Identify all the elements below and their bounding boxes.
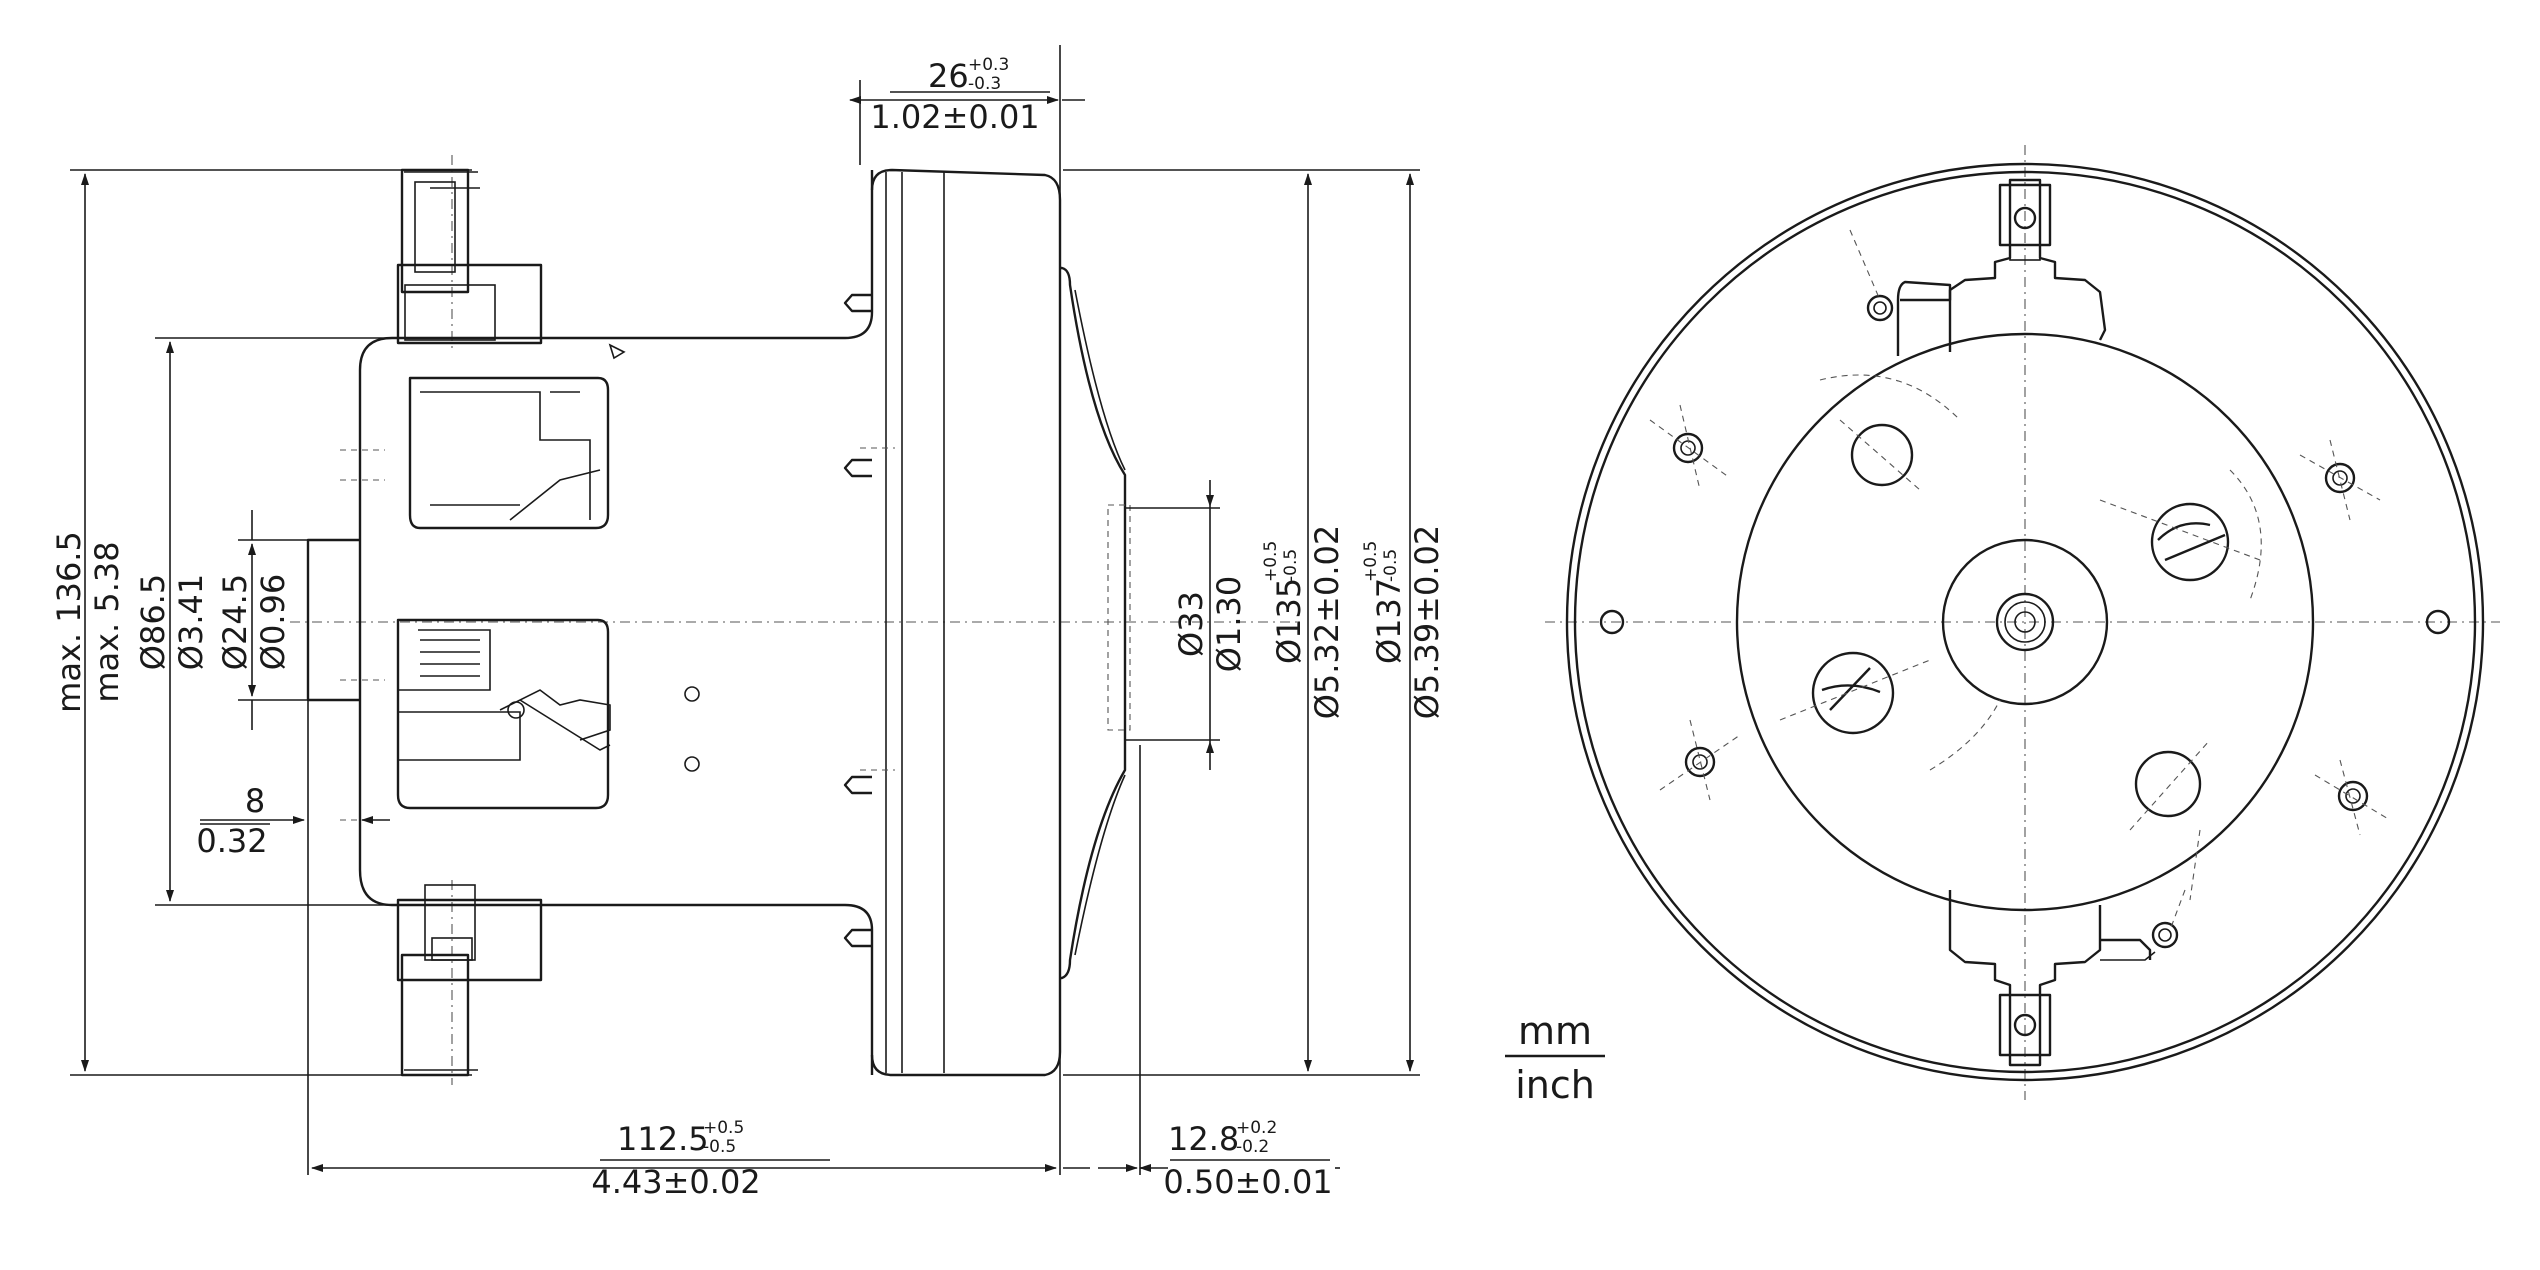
front-bottom-brush — [1948, 890, 2179, 1067]
body-diameter-inch: Ø5.32±0.02 — [1308, 525, 1346, 720]
overall-length-tol-lower: -0.5 — [703, 1137, 736, 1157]
housing-diameter-tol-lower: -0.5 — [1381, 549, 1401, 582]
construction-lines — [1649, 229, 2391, 931]
top-width-mm: 26 — [928, 57, 969, 95]
body-diameter-tol-upper: +0.5 — [1261, 541, 1281, 582]
top-brush-holder — [396, 168, 543, 345]
bottom-brush-holder — [396, 884, 543, 1077]
top-width-tol-lower: -0.3 — [968, 74, 1001, 94]
fan-depth-tol-lower: -0.2 — [1236, 1137, 1269, 1157]
housing-diameter-inch: Ø5.39±0.02 — [1408, 525, 1446, 720]
overall-height-inch: max. 5.38 — [88, 541, 126, 702]
offset-inch: 0.32 — [196, 822, 267, 860]
flange-diameter-mm: Ø86.5 — [134, 574, 172, 670]
overall-height-mm: max. 136.5 — [50, 531, 88, 713]
flange-diameter-inch: Ø3.41 — [172, 574, 210, 670]
dimensions — [70, 45, 1420, 1175]
lower-terminal-block — [396, 618, 611, 810]
upper-terminal-block — [408, 376, 610, 530]
overall-length-inch: 4.43±0.02 — [591, 1163, 760, 1201]
inlet-diameter-inch: Ø1.30 — [1210, 576, 1248, 672]
front-view — [1545, 145, 2500, 1100]
offset-mm: 8 — [245, 782, 265, 820]
units-legend: mm inch — [1505, 1009, 1605, 1107]
top-width-tol-upper: +0.3 — [968, 55, 1009, 75]
front-top-brush — [1866, 178, 2107, 356]
screw-holes — [1672, 432, 2369, 812]
body-diameter-tol-lower: -0.5 — [1281, 549, 1301, 582]
inlet-diameter-mm: Ø33 — [1172, 591, 1210, 657]
fan-housing — [870, 168, 1131, 1077]
flange-studs — [843, 293, 872, 948]
housing-diameter-tol-upper: +0.5 — [1361, 541, 1381, 582]
top-width-inch: 1.02±0.01 — [870, 98, 1039, 136]
overall-length-tol-upper: +0.5 — [703, 1118, 744, 1138]
shaft-diameter-mm: Ø24.5 — [216, 574, 254, 670]
overall-length-mm: 112.5 — [617, 1120, 709, 1158]
fan-depth-inch: 0.50±0.01 — [1163, 1163, 1332, 1201]
unit-mm: mm — [1518, 1009, 1592, 1053]
body-diameter-mm: Ø135 — [1270, 578, 1308, 664]
dimension-labels: 26 +0.3 -0.3 1.02±0.01 max. 136.5 max. 5… — [50, 55, 1446, 1201]
side-view — [290, 155, 1300, 1085]
unit-inch: inch — [1515, 1063, 1595, 1107]
fan-depth-tol-upper: +0.2 — [1236, 1118, 1277, 1138]
housing-diameter-mm: Ø137 — [1370, 578, 1408, 664]
fan-depth-mm: 12.8 — [1168, 1120, 1239, 1158]
vent-holes — [1811, 423, 2230, 818]
shaft-diameter-inch: Ø0.96 — [254, 574, 292, 670]
